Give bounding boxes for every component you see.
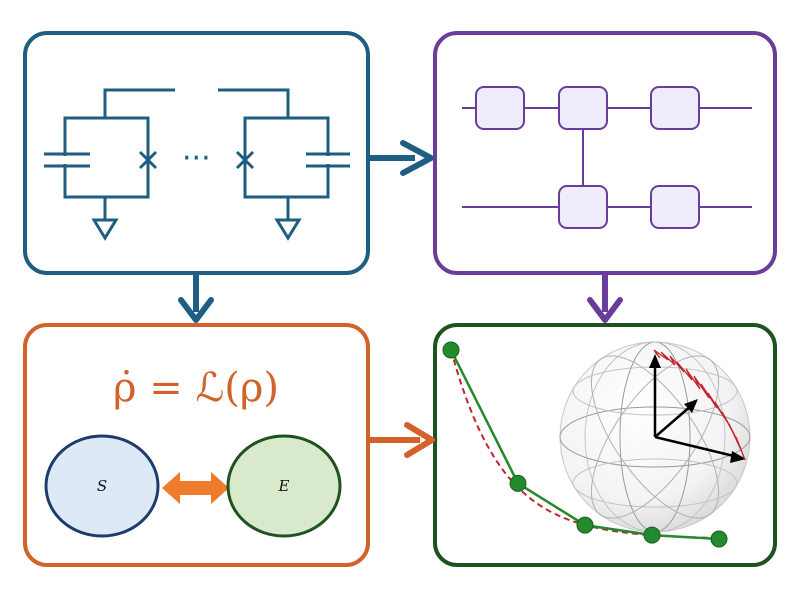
arrowhead-icon: [730, 451, 746, 463]
decay-plot: [442, 341, 728, 548]
decay-data-point: [643, 526, 661, 544]
gate-box: [650, 185, 700, 229]
josephson-junction-icon: [138, 150, 158, 170]
ground-icon: [91, 197, 119, 241]
capacitor-icon: [44, 152, 90, 168]
system-node-label: S: [97, 477, 107, 495]
decay-data-point: [710, 530, 728, 548]
dynamics-panel: [433, 323, 777, 567]
gate-box: [475, 86, 525, 130]
arrowhead-icon: [404, 422, 435, 458]
decay-data-point: [442, 341, 460, 359]
qubit-circuit-right: [218, 88, 350, 241]
master-equation-panel: ρ̇ = ℒ(ρ) S E: [23, 323, 370, 567]
system-node: S: [44, 434, 160, 538]
system-node-shape: [44, 434, 160, 538]
decay-markers: [442, 341, 728, 548]
arrow-circuit-to-gates: [368, 140, 434, 176]
arrow-circuit-to-equation: [178, 273, 214, 323]
qubit-circuit-left: [44, 88, 175, 241]
environment-node-shape: [226, 434, 342, 538]
bloch-x-axis: [654, 435, 739, 459]
environment-node: E: [226, 434, 342, 538]
gate-panel: [433, 31, 777, 275]
arrow-gates-to-dynamics: [587, 273, 623, 323]
bloch-state-trajectory: [653, 349, 746, 461]
capacitor-icon: [306, 152, 350, 168]
arrow-equation-to-dynamics: [368, 422, 435, 458]
environment-node-label: E: [278, 477, 290, 495]
gate-box: [558, 86, 608, 130]
josephson-junction-icon: [235, 150, 255, 170]
decay-data-point: [576, 516, 594, 534]
ground-icon: [274, 197, 302, 241]
gate-panel-frame: [433, 31, 777, 275]
gate-box: [650, 86, 700, 130]
bloch-y-axis: [654, 404, 693, 438]
arrowhead-icon: [649, 354, 661, 368]
bloch-sphere: [559, 341, 751, 533]
arrowhead-icon: [587, 297, 623, 323]
flow-arrows: [178, 140, 623, 458]
gate-box: [558, 185, 608, 229]
bloch-meridian: [590, 355, 720, 519]
bloch-meridian: [590, 355, 720, 519]
circuit-panel: ···: [23, 31, 370, 275]
master-equation: ρ̇ = ℒ(ρ): [113, 365, 279, 411]
arrowhead-icon: [178, 297, 214, 323]
coupling-double-arrow: [162, 472, 229, 504]
circuit-ellipsis: ···: [182, 141, 211, 176]
bloch-latitude-line: [572, 458, 738, 508]
arrowhead-icon: [400, 140, 434, 176]
decay-data-point: [509, 474, 527, 492]
arrowhead-icon: [684, 399, 698, 413]
